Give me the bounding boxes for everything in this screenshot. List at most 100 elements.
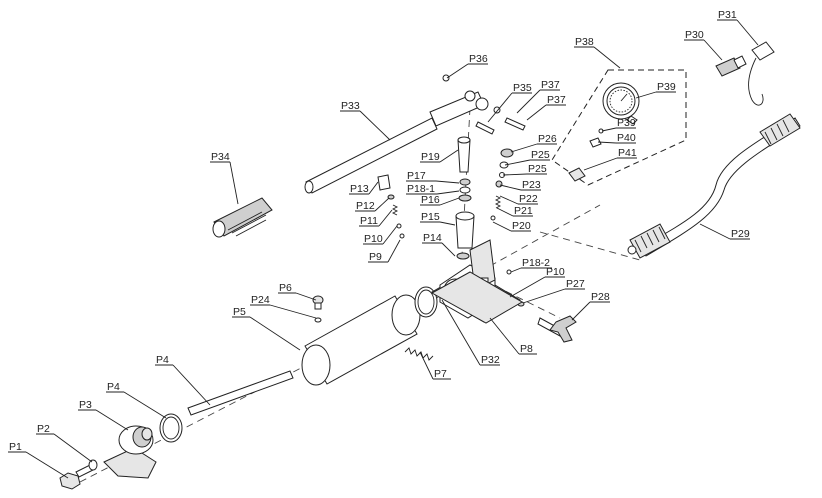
- gauge-fitting-parts: [568, 128, 604, 182]
- part-label-p41: P41: [618, 147, 637, 159]
- part-label-p14: P14: [423, 232, 442, 244]
- release-knob-part: [537, 315, 577, 343]
- leader-line: [295, 292, 317, 301]
- leader-line: [172, 364, 211, 406]
- leader-line: [601, 127, 617, 132]
- leader-line: [699, 223, 731, 240]
- leader-line: [502, 173, 528, 176]
- washer-part: [88, 459, 98, 471]
- part-label-p3: P3: [79, 399, 92, 411]
- reservoir-tube-part: [301, 294, 421, 386]
- part-label-p16: P16: [421, 194, 440, 206]
- dust-cap-part: [748, 41, 775, 106]
- leader-line: [446, 63, 469, 79]
- plunger-part: [457, 136, 471, 173]
- leader-line: [359, 110, 391, 141]
- part-label-p40: P40: [617, 132, 636, 144]
- leader-line: [382, 225, 398, 245]
- leader-line: [593, 46, 621, 69]
- pin-parts: [442, 74, 526, 135]
- part-label-p20: P20: [512, 220, 531, 232]
- part-label-p17: P17: [407, 170, 426, 182]
- part-label-p29: P29: [731, 228, 750, 240]
- leader-lines: [8, 19, 759, 479]
- leader-line: [25, 451, 69, 479]
- part-label-p39: P39: [617, 117, 636, 129]
- leader-line: [229, 161, 239, 205]
- filler-screw-part: [312, 295, 324, 310]
- part-label-p25: P25: [531, 149, 550, 161]
- part-label-p24: P24: [251, 294, 270, 306]
- leader-line: [509, 276, 546, 298]
- base-plate-part: [430, 271, 523, 324]
- o-ring-upper-part: [414, 286, 438, 318]
- seal-ring-parts: [458, 178, 472, 202]
- part-label-p5: P5: [233, 306, 246, 318]
- leader-line: [249, 316, 301, 351]
- leader-line: [378, 209, 393, 227]
- leader-line: [123, 391, 167, 419]
- part-label-p38: P38: [575, 36, 594, 48]
- part-label-p35: P35: [513, 82, 532, 94]
- gauge-group-outline: [551, 69, 687, 186]
- spring-part: [404, 347, 434, 361]
- right-valve-stack: [490, 148, 514, 221]
- left-valve-stack: [377, 174, 405, 239]
- leader-line: [489, 317, 520, 355]
- part-label-p10: P10: [546, 266, 565, 278]
- leader-line: [439, 197, 460, 206]
- part-label-p28: P28: [591, 291, 610, 303]
- part-label-p18-1: P18-1: [407, 183, 435, 195]
- leader-line: [583, 157, 618, 171]
- leader-line: [387, 239, 401, 263]
- leader-line: [439, 149, 459, 163]
- part-label-p27: P27: [566, 278, 585, 290]
- part-label-p6: P6: [279, 282, 292, 294]
- leader-line: [492, 221, 512, 232]
- leader-line: [269, 304, 317, 319]
- pressure-gauge-part: [602, 82, 640, 125]
- leader-line: [439, 221, 456, 226]
- leader-line: [597, 141, 617, 144]
- part-label-p18-2: P18-2: [522, 257, 550, 269]
- part-label-p23: P23: [522, 179, 541, 191]
- part-label-p37: P37: [547, 94, 566, 106]
- part-label-p12: P12: [356, 200, 375, 212]
- leader-line: [736, 19, 759, 46]
- part-label-p36: P36: [469, 53, 488, 65]
- part-label-p9: P9: [369, 251, 382, 263]
- plunger-sleeve-part: [455, 211, 475, 249]
- leader-line: [526, 104, 547, 121]
- part-label-p13: P13: [350, 183, 369, 195]
- part-label-p4: P4: [107, 381, 120, 393]
- part-label-p8: P8: [520, 343, 533, 355]
- leader-line: [510, 143, 538, 153]
- leader-line: [499, 184, 522, 191]
- part-label-p15: P15: [421, 211, 440, 223]
- part-label-p30: P30: [685, 29, 704, 41]
- part-label-p34: P34: [211, 151, 230, 163]
- leader-line: [368, 181, 379, 195]
- leader-line: [571, 301, 591, 321]
- check-seal-part: [456, 252, 470, 260]
- leader-line: [522, 288, 566, 304]
- part-label-p37: P37: [541, 79, 560, 91]
- quick-coupler-part: [715, 55, 747, 77]
- part-label-p31: P31: [718, 9, 737, 21]
- part-label-p33: P33: [341, 100, 360, 112]
- part-label-p25: P25: [528, 163, 547, 175]
- part-label-p1: P1: [9, 441, 22, 453]
- leader-line: [436, 190, 460, 195]
- leader-line: [499, 195, 519, 205]
- leader-line: [703, 39, 723, 61]
- part-label-p22: P22: [519, 193, 538, 205]
- leader-line: [53, 433, 93, 463]
- o-ring-lower-part: [159, 413, 183, 443]
- part-label-p7: P7: [434, 368, 447, 380]
- leader-line: [635, 91, 657, 99]
- leader-line: [419, 351, 434, 380]
- hydraulic-hose-part: [627, 113, 801, 259]
- handle-tube-part: [304, 90, 489, 194]
